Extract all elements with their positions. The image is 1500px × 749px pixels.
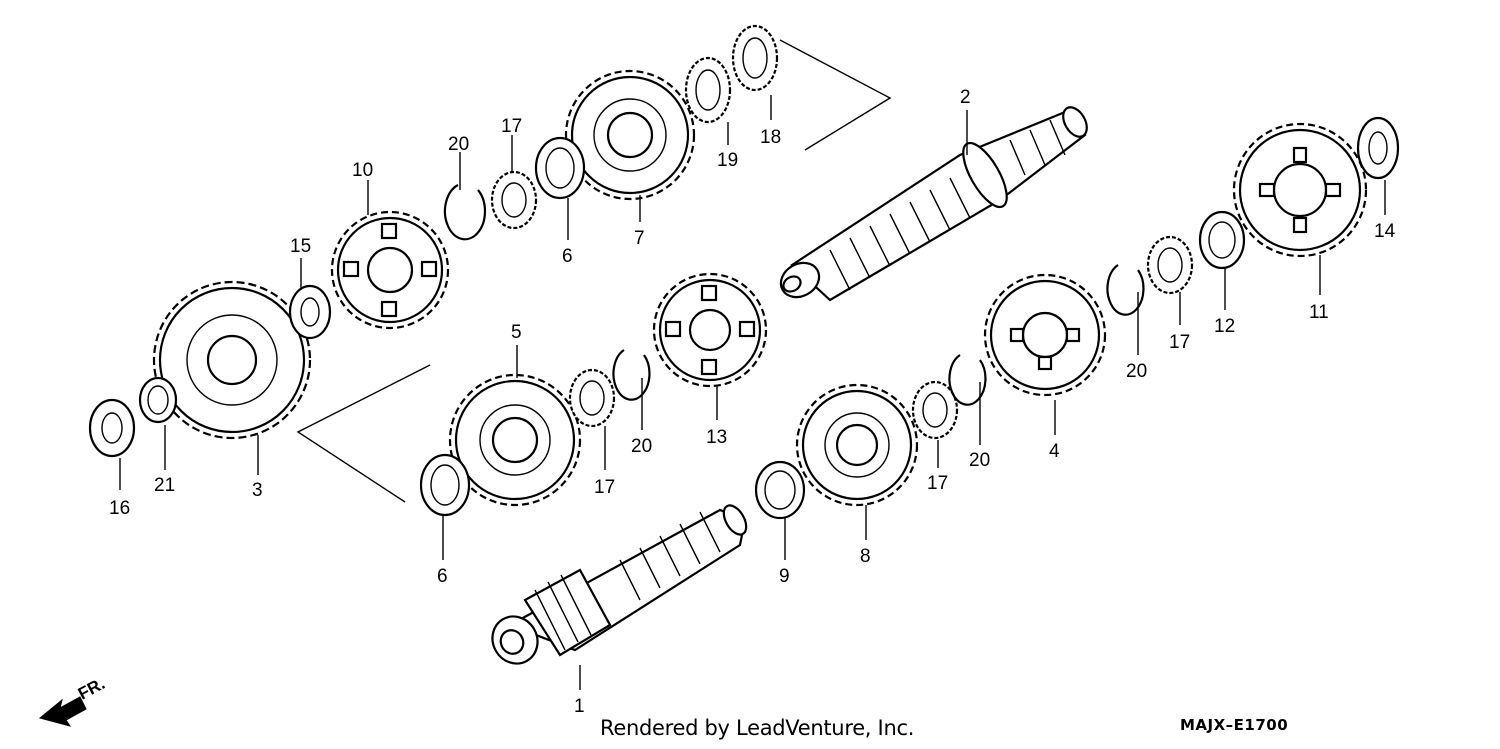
callout-13: 13 [706,427,727,448]
gear-10 [330,210,450,330]
callout-19: 19 [717,150,738,171]
callout-8: 8 [860,546,871,567]
gear-3 [152,280,312,440]
gear-13 [652,272,768,388]
mainshaft-1 [491,504,748,665]
bearing-12 [1198,210,1246,270]
gear-8 [795,383,919,507]
callout-20-c: 20 [969,450,990,471]
callout-17-b: 17 [594,477,615,498]
callout-17-a: 17 [501,116,522,137]
washer-18 [731,24,779,92]
front-arrow-icon [38,696,87,727]
washer-15 [288,284,332,340]
countershaft-2 [779,106,1088,302]
callout-20-b: 20 [631,436,652,457]
washer-14 [1356,116,1400,180]
callout-16: 16 [109,498,130,519]
snap-rings-20 [443,184,1145,406]
diagram-code: MAJX–E1700 [1180,716,1289,734]
callout-15: 15 [290,236,311,257]
grouping-lines [296,39,892,503]
callout-14: 14 [1374,221,1396,242]
callout-4: 4 [1049,441,1060,462]
callout-17-c: 17 [927,473,948,494]
callout-10: 10 [352,160,373,181]
callout-1: 1 [574,696,585,717]
callout-6-lower: 6 [437,566,448,587]
callout-21: 21 [154,475,175,496]
washer-19 [684,56,732,124]
callout-3: 3 [252,480,263,501]
gear-7 [564,69,696,201]
bearing-6-upper [534,136,586,200]
bearing-21 [138,376,178,424]
splined-washers-17 [490,170,1194,440]
callout-20-a: 20 [448,134,469,155]
callout-9: 9 [779,566,790,587]
leader-lines [119,95,1386,690]
gear-11 [1232,122,1368,258]
callout-12: 12 [1214,316,1235,337]
callout-17-d: 17 [1169,332,1190,353]
bearing-6-lower [419,453,471,517]
callout-11: 11 [1309,302,1329,323]
washer-16 [88,398,136,458]
callout-6-upper: 6 [562,246,573,267]
callout-5: 5 [511,322,522,343]
gear-5 [448,373,582,507]
credit-text: Rendered by LeadVenture, Inc. [600,716,915,740]
bushing-9 [754,460,806,520]
callout-20-d: 20 [1126,361,1147,382]
callout-2: 2 [960,87,971,108]
callout-7: 7 [634,228,645,249]
gear-4 [983,273,1107,397]
callout-18: 18 [760,127,781,148]
